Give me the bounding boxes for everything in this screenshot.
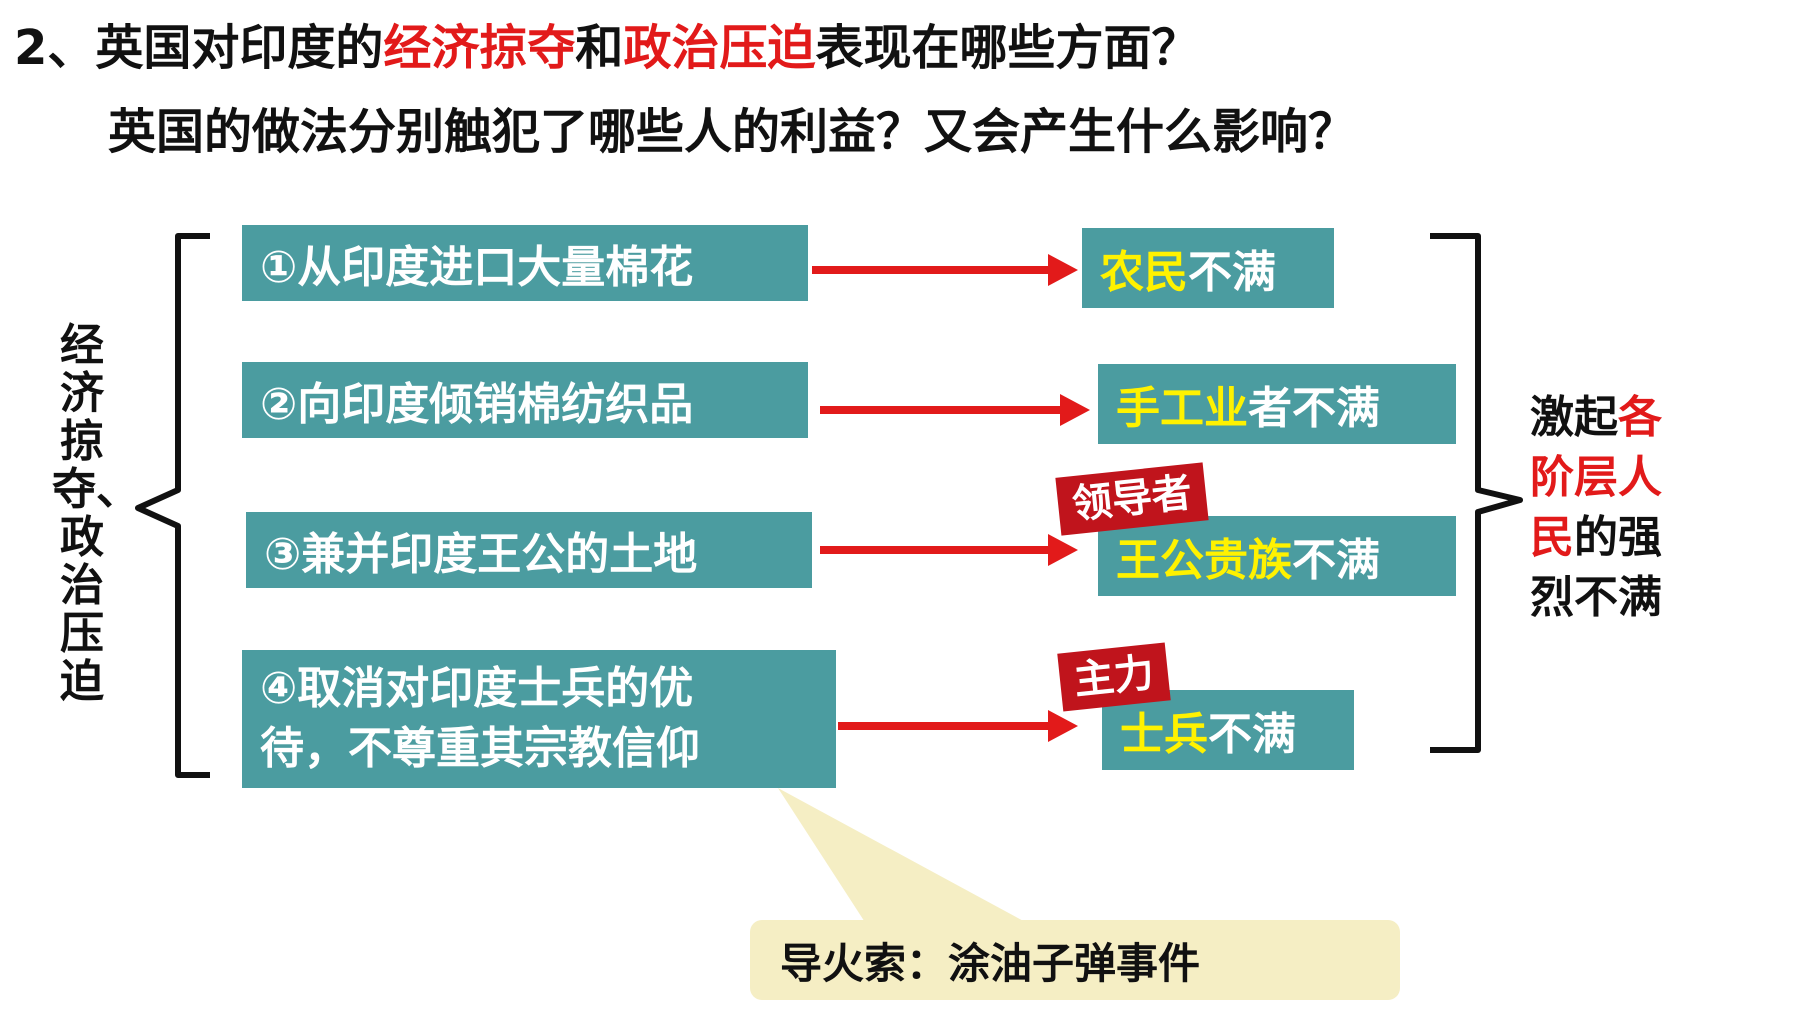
left-brace — [135, 233, 210, 778]
result-box-nobles: 王公贵族不满 — [1098, 516, 1456, 596]
result-box-peasants: 农民不满 — [1082, 228, 1334, 308]
result-box-artisans: 手工业者不满 — [1098, 364, 1456, 444]
fuse-callout: 导火索：涂油子弹事件 — [750, 920, 1400, 1000]
right-brace — [1430, 233, 1523, 753]
arrow-1 — [812, 254, 1078, 286]
result-box-soldiers: 士兵不满 — [1102, 690, 1354, 770]
question-line-1: 2、英国对印度的经济掠夺和政治压迫表现在哪些方面？ — [14, 20, 1200, 76]
arrow-2 — [820, 394, 1090, 426]
keyword-economic-plunder: 经济掠夺 — [383, 20, 576, 76]
arrow-4 — [838, 710, 1078, 742]
tag-main-force: 主力 — [1057, 642, 1171, 712]
right-label-conclusion: 激起各阶层人民的强烈不满 — [1530, 392, 1662, 623]
fuse-callout-pointer — [778, 788, 1040, 930]
question-line-2: 英国的做法分别触犯了哪些人的利益？又会产生什么影响？ — [108, 104, 1357, 160]
keyword-political-oppression: 政治压迫 — [623, 20, 816, 76]
action-box-1: ①从印度进口大量棉花 — [242, 225, 808, 301]
action-box-3: ③兼并印度王公的土地 — [246, 512, 812, 588]
left-label-economic-political: 经济掠夺、政治压迫 — [52, 320, 140, 707]
action-box-2: ②向印度倾销棉纺织品 — [242, 362, 808, 438]
arrow-3 — [820, 534, 1078, 566]
action-box-4: ④取消对印度士兵的优 待，不尊重其宗教信仰 — [242, 650, 836, 788]
